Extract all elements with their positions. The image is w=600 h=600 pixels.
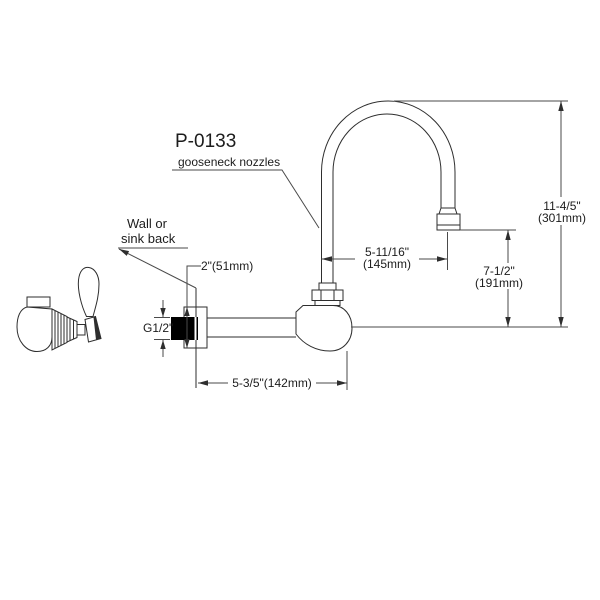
valve-handle-detail	[16, 266, 102, 353]
dim-reach: 5-11/16" (145mm)	[321, 232, 448, 271]
wall-label-line1: Wall or	[127, 216, 168, 231]
dim-flange-text: 2"(51mm)	[201, 259, 253, 273]
lever-handle	[77, 266, 100, 317]
dim-flange-arrow-down	[184, 339, 190, 348]
dim-reach-arrow-right	[437, 256, 447, 262]
dim-reach-text-mm: (145mm)	[363, 257, 411, 271]
faucet-assembly	[171, 282, 353, 388]
dim-height-textbg	[533, 197, 590, 225]
dim-length-arrow-left	[198, 380, 208, 386]
valve-body	[16, 306, 53, 353]
dim-height-arrow-up	[558, 101, 564, 111]
dim-reach-arrow-left	[321, 256, 332, 262]
dim-length-arrow-right	[337, 380, 347, 386]
part-number: P-0133	[175, 131, 236, 152]
dim-length-text: 5-3/5"(142mm)	[232, 376, 312, 390]
dim-outlet-text-mm: (191mm)	[475, 276, 523, 290]
gooseneck-inner-arc	[332, 113, 442, 173]
wall-label-arrow	[119, 249, 130, 256]
dim-thread-text: G1/2"	[143, 321, 173, 335]
coupling-nut-facets	[320, 290, 335, 301]
part-description: gooseneck nozzles	[178, 155, 280, 169]
dim-flange: 2"(51mm)	[184, 259, 253, 348]
valve-stem-collar	[66, 316, 78, 343]
part-label-group: P-0133 gooseneck nozzles	[172, 131, 320, 229]
dim-outlet-arrow-up	[505, 230, 511, 240]
valve-stem	[76, 324, 86, 336]
gooseneck-spout	[321, 100, 461, 283]
valve-bonnet-top	[26, 296, 51, 308]
dim-thread-arrow-down	[160, 308, 166, 317]
elbow-body	[295, 305, 353, 352]
stem-collar-ribs	[69, 318, 74, 341]
nozzle-tip	[436, 213, 461, 231]
dim-outlet-textbg	[472, 263, 526, 289]
dim-height-text-mm: (301mm)	[538, 211, 586, 225]
coupling-nut	[311, 289, 344, 301]
dim-flange-leader	[186, 265, 201, 348]
dim-reach-textbg	[355, 244, 419, 270]
riser-flare	[318, 282, 337, 291]
dim-outlet-text-in: 7-1/2"	[483, 264, 515, 278]
threaded-nipple	[171, 317, 198, 340]
dim-outlet-height: 7-1/2" (191mm)	[472, 230, 526, 327]
wall-label-group: Wall or sink back	[118, 216, 197, 289]
dim-outlet-arrow-down	[505, 317, 511, 327]
dim-center-length: 5-3/5"(142mm)	[198, 351, 348, 390]
gooseneck-outer-arc	[321, 100, 456, 173]
dim-height-arrow-down	[558, 317, 564, 327]
dim-flange-arrow-up	[184, 307, 190, 316]
valve-packing-nut	[51, 308, 68, 351]
dim-reach-text-in: 5-11/16"	[365, 245, 409, 259]
part-label-leader	[172, 169, 320, 229]
handle-base-shading	[93, 316, 101, 340]
dim-length-textbg	[228, 374, 316, 390]
wall-label-line2: sink back	[121, 231, 176, 246]
dim-total-height: 11-4/5" (301mm)	[533, 101, 590, 327]
wall-label-leader	[118, 248, 197, 289]
dim-thread: G1/2"	[143, 300, 173, 357]
dim-thread-arrow-up	[160, 340, 166, 349]
nozzle-flare	[438, 207, 458, 215]
packing-nut-ribs	[54, 310, 65, 349]
coupling-collar	[314, 300, 341, 306]
dim-height-text-in: 11-4/5"	[543, 199, 580, 213]
